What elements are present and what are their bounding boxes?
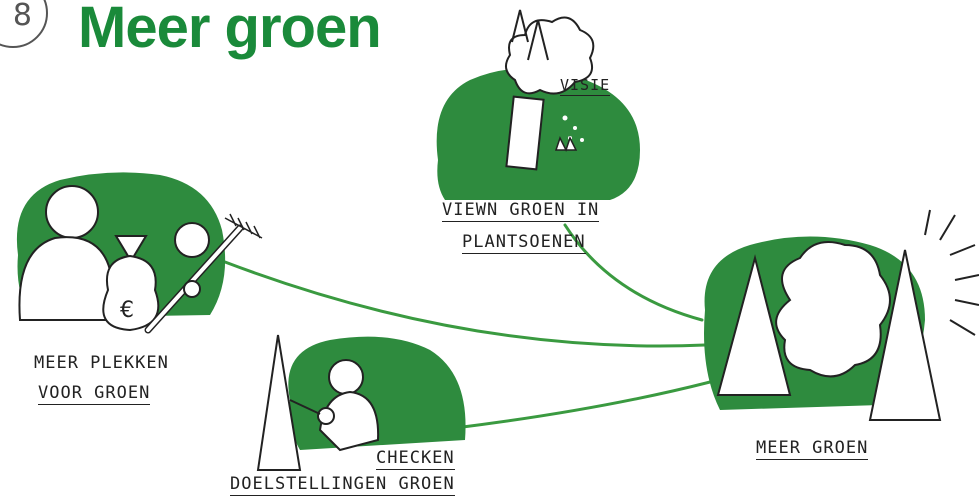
vision-cloud-icon xyxy=(505,16,595,95)
connection-lines xyxy=(223,223,712,430)
character-head-icon xyxy=(174,222,210,258)
places-label-line2: VOOR GROEN xyxy=(38,383,151,405)
result-tree-left-icon xyxy=(716,254,792,396)
shears-icon xyxy=(289,399,321,415)
vision-top-label: VISIE xyxy=(560,76,611,96)
vision-label-line1: VIEWN GROEN IN xyxy=(442,200,600,222)
hand-joint-icon xyxy=(183,280,201,298)
person-head-icon xyxy=(45,185,99,239)
node-places: € xyxy=(16,172,263,334)
goals-label-line2: DOELSTELLINGEN GROEN xyxy=(230,474,455,496)
vision-arm-icon xyxy=(505,95,545,171)
shine-lines-icon xyxy=(924,209,979,336)
result-tree-right-icon xyxy=(868,249,942,421)
hand-icon xyxy=(554,136,578,152)
connector-places-result xyxy=(223,260,707,348)
goals-label-line1: CHECKEN xyxy=(376,448,455,470)
money-bag-icon xyxy=(102,254,160,332)
connector-vision-result xyxy=(563,223,704,322)
result-bush-icon xyxy=(775,241,891,378)
connector-goals-result xyxy=(453,380,712,430)
page-title: Meer groen xyxy=(78,0,382,60)
places-label-line1: MEER PLEKKEN xyxy=(34,353,169,373)
pine-tree-icon xyxy=(256,334,302,471)
vision-tree-icon xyxy=(511,9,549,61)
shears-hand-icon xyxy=(317,407,335,425)
vision-label-line2: PLANTSOENEN xyxy=(462,232,586,254)
gardener-head-icon xyxy=(328,359,364,395)
node-vision xyxy=(436,9,640,200)
result-label: MEER GROEN xyxy=(756,438,869,460)
rake-head-icon xyxy=(224,213,263,239)
person-body-icon xyxy=(18,236,114,321)
node-goals xyxy=(256,334,466,471)
step-number: 8 xyxy=(12,0,32,33)
euro-symbol: € xyxy=(120,298,134,323)
node-result xyxy=(704,209,979,421)
